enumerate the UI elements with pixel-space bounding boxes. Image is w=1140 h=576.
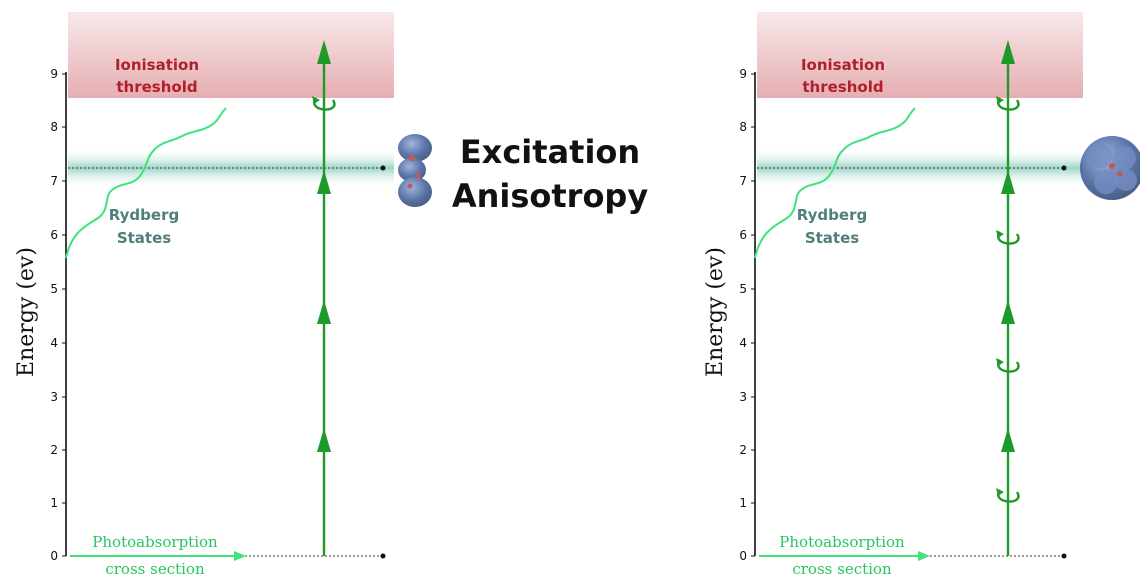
- tick-label-1: 1: [739, 496, 747, 510]
- rydberg-band: [68, 148, 394, 188]
- photon-arrow-3: [317, 170, 331, 194]
- tick-label-3: 3: [50, 390, 58, 404]
- rydberg-label: Rydberg: [797, 206, 867, 224]
- ionisation-label: Ionisation: [801, 56, 885, 74]
- photon-arrow-3: [1001, 170, 1015, 194]
- cross-section-label: cross section: [792, 560, 892, 576]
- tick-label-0: 0: [50, 549, 58, 563]
- rydberg-band: [757, 148, 1083, 188]
- tick-label-9: 9: [50, 67, 58, 81]
- y-ticks: 0 1 2 3 4 5 6 7 8 9: [739, 67, 755, 563]
- y-axis-label: Energy (ev): [703, 247, 728, 377]
- title-line-2: Anisotropy: [451, 177, 649, 215]
- y-axis-label: Energy (ev): [14, 247, 39, 377]
- photon-arrow-2: [317, 300, 331, 324]
- cross-section-label: cross section: [105, 560, 205, 576]
- states-label: States: [117, 229, 171, 247]
- tick-label-4: 4: [50, 336, 58, 350]
- photon-arrow-4: [317, 40, 331, 64]
- tick-label-2: 2: [50, 443, 58, 457]
- threshold-label: threshold: [116, 78, 197, 96]
- y-ticks: 0 1 2 3 4 5 6 7 8 9: [50, 67, 66, 563]
- photoabsorption-label: Photoabsorption: [779, 533, 905, 551]
- photon-arrow-1: [317, 428, 331, 452]
- excitation-anisotropy-title: Excitation Anisotropy: [440, 130, 660, 218]
- panel-left: 0 1 2 3 4 5 6 7 8 9 Energy (ev) Photoabs…: [14, 12, 432, 576]
- absorption-curve: [754, 107, 916, 259]
- ionisation-band: [68, 12, 394, 98]
- photon-arrow-2: [1001, 300, 1015, 324]
- tick-label-5: 5: [739, 282, 747, 296]
- tick-label-2: 2: [739, 443, 747, 457]
- tick-label-1: 1: [50, 496, 58, 510]
- absorption-curve: [65, 107, 227, 259]
- tick-label-7: 7: [739, 174, 747, 188]
- tick-label-6: 6: [50, 228, 58, 242]
- tick-label-8: 8: [50, 120, 58, 134]
- photoabsorption-label: Photoabsorption: [92, 533, 218, 551]
- threshold-label: threshold: [802, 78, 883, 96]
- tick-label-4: 4: [739, 336, 747, 350]
- molecule-elongated-icon: [398, 134, 432, 207]
- title-line-1: Excitation: [459, 133, 641, 171]
- photon-arrow-1: [1001, 428, 1015, 452]
- tick-label-5: 5: [50, 282, 58, 296]
- states-label: States: [805, 229, 859, 247]
- panel-right: 0 1 2 3 4 5 6 7 8 9 Energy (ev) Photoabs…: [703, 12, 1140, 576]
- ionisation-label: Ionisation: [115, 56, 199, 74]
- tick-label-6: 6: [739, 228, 747, 242]
- photon-arrow-4: [1001, 40, 1015, 64]
- rydberg-label: Rydberg: [109, 206, 179, 224]
- ionisation-band: [757, 12, 1083, 98]
- tick-label-9: 9: [739, 67, 747, 81]
- tick-label-7: 7: [50, 174, 58, 188]
- tick-label-3: 3: [739, 390, 747, 404]
- tick-label-8: 8: [739, 120, 747, 134]
- tick-label-0: 0: [739, 549, 747, 563]
- molecule-spherical-icon: [1080, 136, 1140, 200]
